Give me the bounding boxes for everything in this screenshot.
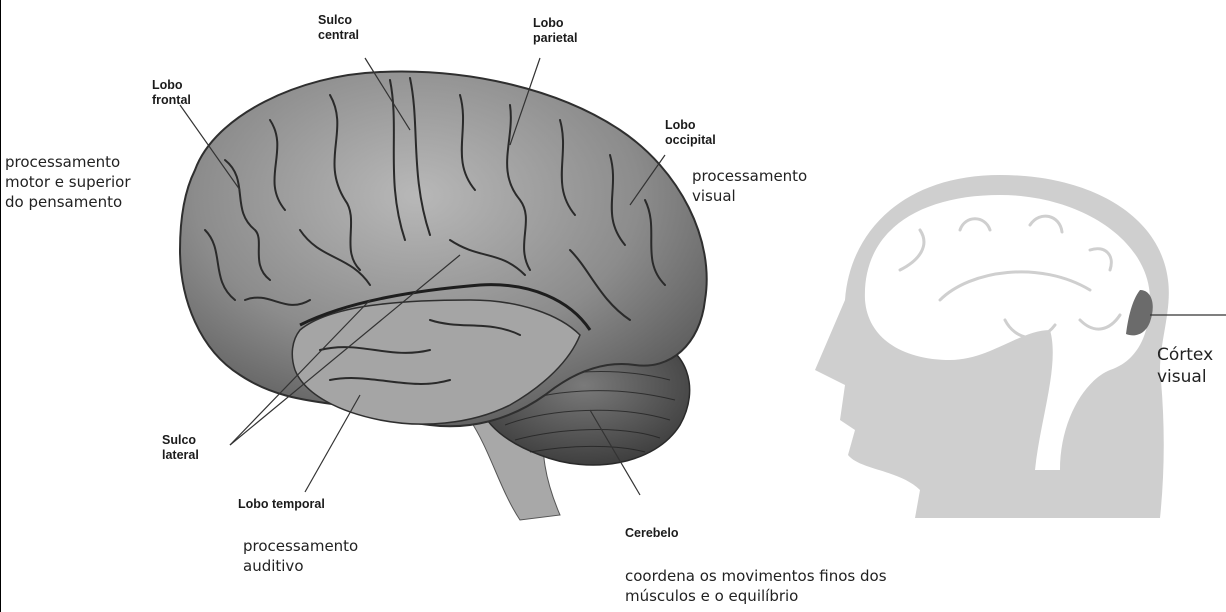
label-frontal-lobe-line2: frontal [152,93,191,108]
label-parietal-lobe-line1: Lobo [533,16,577,31]
label-lateral-sulcus-line2: lateral [162,448,199,463]
note-cerebellum-line2: músculos e o equilíbrio [625,586,887,606]
label-parietal-lobe-line2: parietal [533,31,577,46]
label-central-sulcus-line1: Sulco [318,13,359,28]
label-central-sulcus: Sulco central [318,13,359,43]
label-frontal-lobe: Lobo frontal [152,78,191,108]
note-frontal-line1: processamento [5,152,131,172]
note-frontal-line3: do pensamento [5,192,131,212]
note-occipital-function: processamento visual [692,166,807,206]
note-frontal-line2: motor e superior [5,172,131,192]
label-occipital-lobe-line1: Lobo [665,118,716,133]
label-temporal-lobe: Lobo temporal [238,497,325,512]
note-cerebellum-line1: coordena os movimentos finos dos [625,566,887,586]
label-frontal-lobe-line1: Lobo [152,78,191,93]
note-occipital-line2: visual [692,186,807,206]
label-central-sulcus-line2: central [318,28,359,43]
note-frontal-function: processamento motor e superior do pensam… [5,152,131,212]
label-occipital-lobe: Lobo occipital [665,118,716,148]
note-temporal-line2: auditivo [243,556,358,576]
label-visual-cortex-line2: visual [1157,366,1213,388]
label-visual-cortex: Córtex visual [1157,344,1213,388]
label-lateral-sulcus-line1: Sulco [162,433,199,448]
label-parietal-lobe: Lobo parietal [533,16,577,46]
note-temporal-function: processamento auditivo [243,536,358,576]
note-occipital-line1: processamento [692,166,807,186]
note-cerebellum-function: coordena os movimentos finos dos músculo… [625,566,887,606]
note-temporal-line1: processamento [243,536,358,556]
label-lateral-sulcus: Sulco lateral [162,433,199,463]
label-cerebellum: Cerebelo [625,526,679,541]
label-occipital-lobe-line2: occipital [665,133,716,148]
label-visual-cortex-line1: Córtex [1157,344,1213,366]
